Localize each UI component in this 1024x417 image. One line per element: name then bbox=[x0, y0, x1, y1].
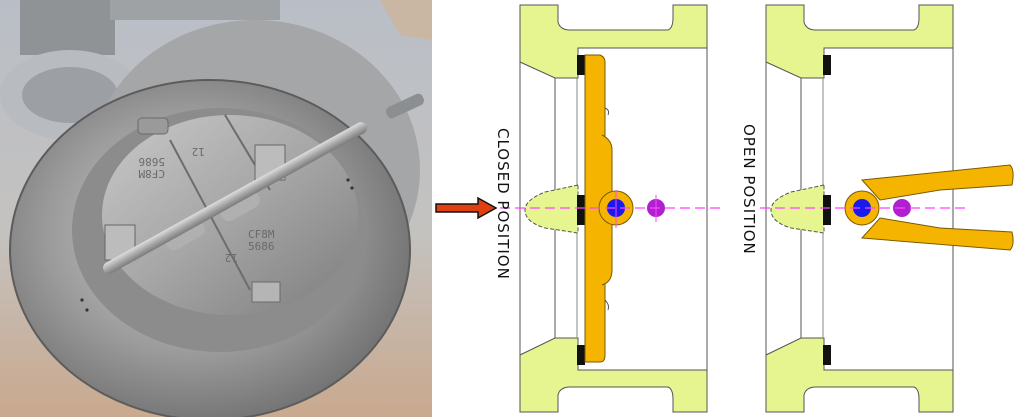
svg-text:12: 12 bbox=[225, 251, 238, 264]
svg-text:CF8M: CF8M bbox=[248, 228, 275, 241]
background-crate bbox=[20, 0, 115, 55]
valve-photo-image: 12 CF8M 5686 CF8M 5686 12 bbox=[0, 0, 432, 417]
closed-position-label: CLOSED POSITION bbox=[494, 128, 512, 280]
svg-text:CF8M: CF8M bbox=[138, 167, 165, 180]
flow-direction-arrow bbox=[435, 196, 498, 220]
svg-text:5686: 5686 bbox=[248, 240, 275, 253]
valve-cross-section-diagram: CLOSED POSITION O bbox=[432, 0, 1024, 417]
svg-text:5686: 5686 bbox=[139, 155, 166, 168]
svg-text:12: 12 bbox=[192, 145, 205, 158]
seal bbox=[577, 55, 585, 75]
open-plate-upper bbox=[860, 164, 1014, 201]
hinge-rod bbox=[103, 122, 367, 274]
closed-position-section: CLOSED POSITION bbox=[435, 4, 720, 413]
open-position-label: OPEN POSITION bbox=[740, 124, 758, 255]
casting-markings: 12 CF8M 5686 CF8M 5686 12 bbox=[138, 145, 275, 264]
open-position-section: OPEN POSITION bbox=[740, 4, 1014, 413]
valve-photo: 12 CF8M 5686 CF8M 5686 12 bbox=[0, 0, 432, 417]
open-plate-lower bbox=[860, 217, 1014, 251]
